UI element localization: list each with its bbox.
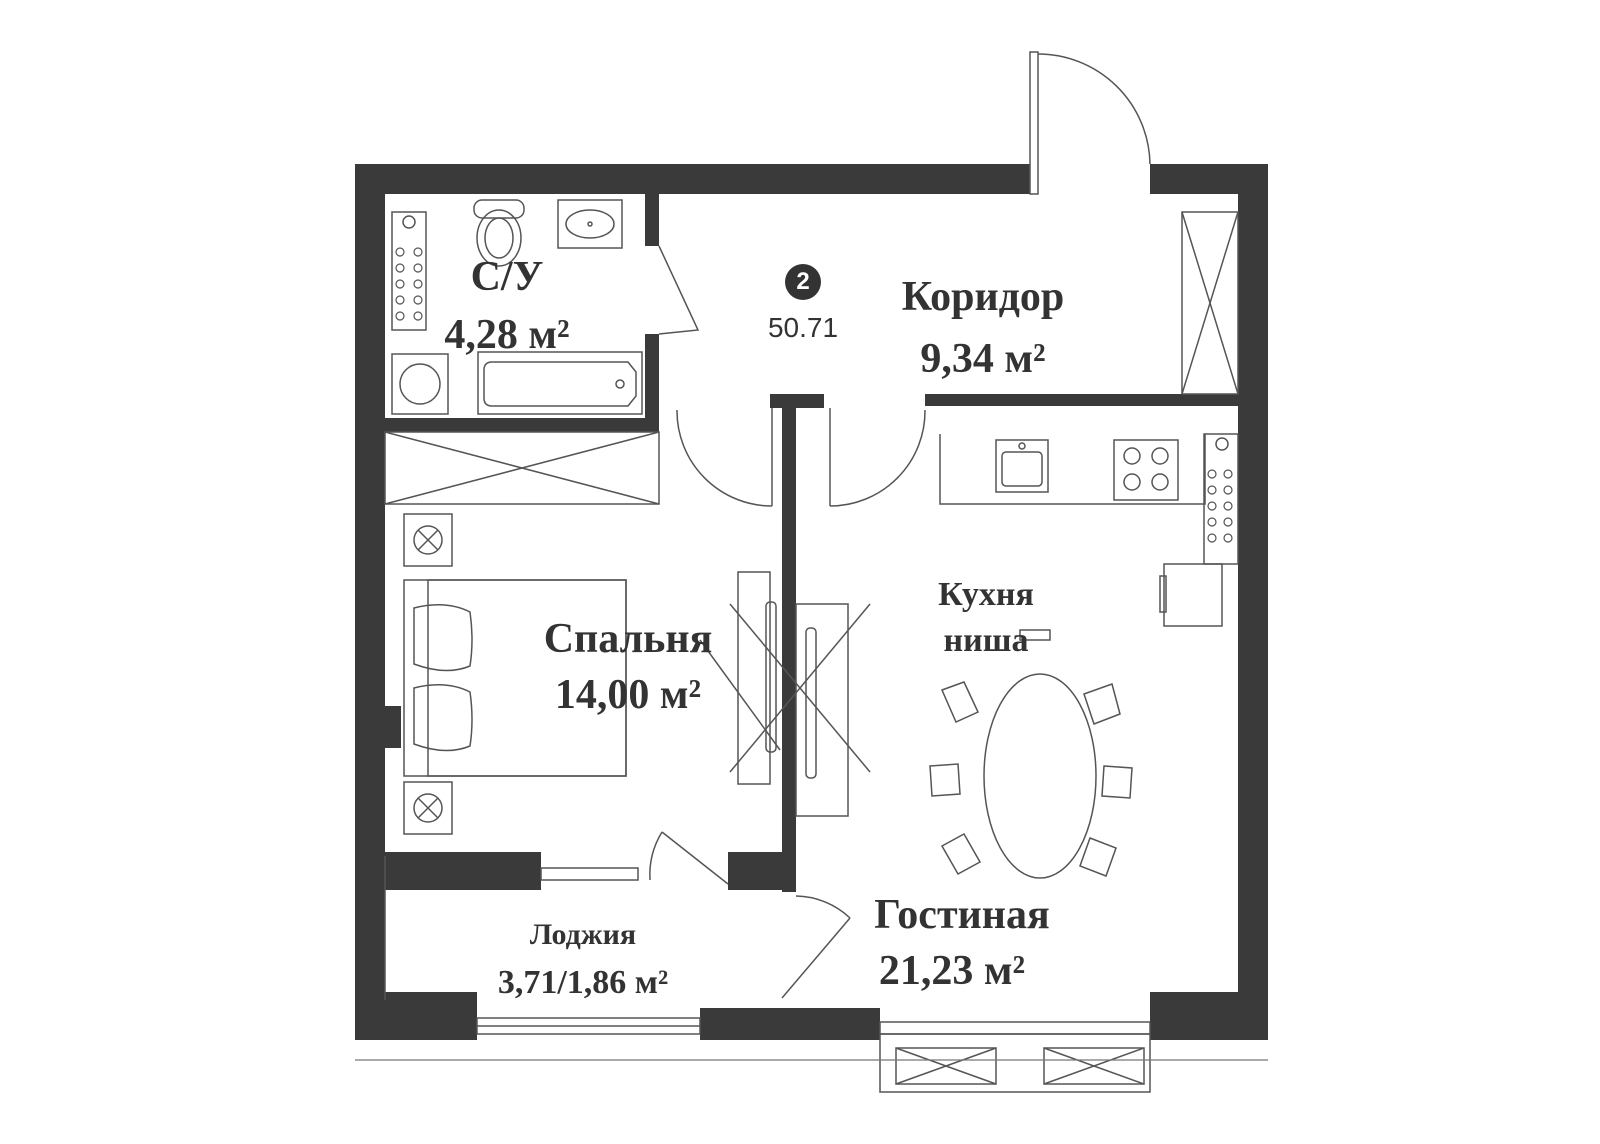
- bathroom-name: С/У: [470, 254, 544, 300]
- thin-lines: [384, 51, 1239, 1093]
- fridge-icon: [1163, 563, 1223, 627]
- kitchen-name-line2: ниша: [943, 622, 1029, 659]
- kitchen-sink-icon: [995, 439, 1049, 493]
- living-room-name: Гостиная: [874, 892, 1050, 938]
- loggia-name: Лоджия: [529, 918, 637, 951]
- apartment-number-badge: 2: [785, 264, 821, 300]
- bedroom-name: Спальня: [543, 616, 713, 662]
- living-room-area: 21,23 м²: [878, 948, 1026, 994]
- chair-icon: [1083, 683, 1121, 725]
- toilet-icon: [476, 209, 522, 267]
- bathroom-fixtures: [391, 199, 1239, 879]
- chair-icon: [1079, 837, 1117, 877]
- washing-machine-icon: [391, 353, 449, 415]
- sink-icon: [557, 199, 623, 249]
- bedside-table-icon: [403, 513, 453, 567]
- bedside-table-icon: [403, 781, 453, 835]
- chair-icon: [940, 832, 982, 876]
- dining-table-icon: [983, 673, 1097, 879]
- loggia-area: 3,71/1,86 м²: [497, 964, 669, 1001]
- apartment-total-area: 50.71: [767, 312, 839, 343]
- corridor-name: Коридор: [901, 274, 1065, 320]
- chair-icon: [929, 763, 961, 797]
- chair-icon: [1101, 765, 1133, 799]
- chair-icon: [940, 681, 979, 723]
- bedroom-area: 14,00 м²: [554, 672, 702, 718]
- bathtub-icon: [477, 351, 643, 415]
- corridor-area: 9,34 м²: [920, 336, 1046, 382]
- walls: [355, 164, 1268, 1040]
- radiator-grilles: [395, 247, 1233, 543]
- kitchen-name-line1: Кухня: [938, 576, 1034, 613]
- chair-icon: [1019, 629, 1051, 641]
- stove-icon: [1113, 439, 1179, 501]
- bathroom-area: 4,28 м²: [444, 312, 570, 358]
